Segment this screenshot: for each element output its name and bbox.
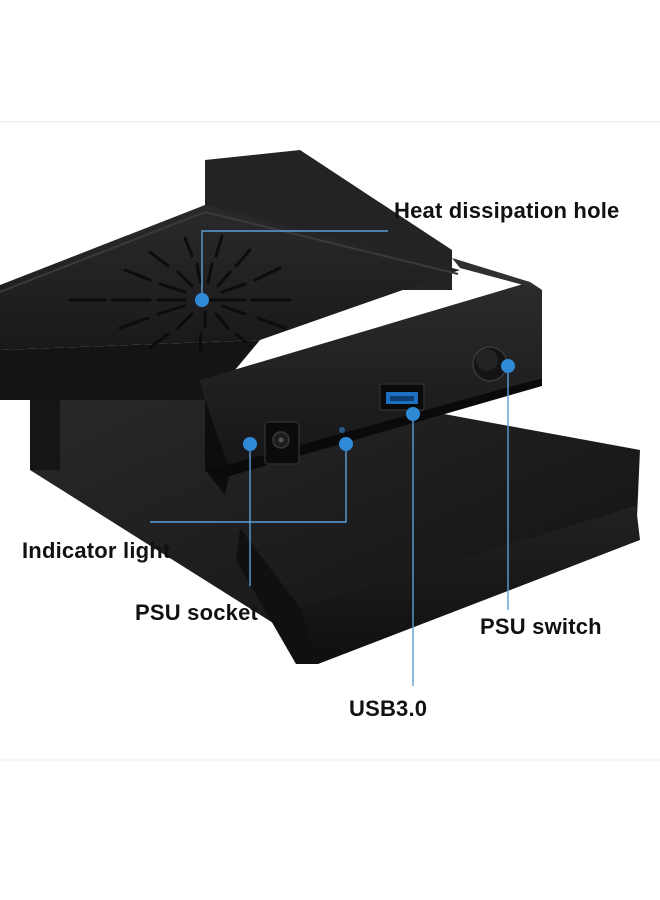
- leader-lines: [150, 230, 509, 686]
- callout-markers: [195, 293, 515, 451]
- vent-hole-icon: [68, 234, 292, 354]
- label-usb: USB3.0: [349, 696, 428, 721]
- usb-port-icon: [379, 383, 425, 411]
- label-indicator-light: Indicator light: [22, 538, 171, 563]
- label-heat-dissipation-hole: Heat dissipation hole: [394, 198, 620, 223]
- marker-switch: [501, 359, 515, 373]
- marker-indicator: [339, 437, 353, 451]
- label-psu-socket: PSU socket: [135, 600, 259, 625]
- dc-socket-icon: [264, 421, 300, 465]
- power-switch-icon: [472, 346, 508, 382]
- led-indicator-icon: [339, 427, 345, 433]
- leader-heat: [201, 230, 388, 300]
- base-stand: [30, 360, 640, 664]
- marker-heat: [195, 293, 209, 307]
- drive-tray: [0, 150, 460, 400]
- marker-usb: [406, 407, 420, 421]
- leader-indicator: [150, 444, 347, 523]
- marker-socket: [243, 437, 257, 451]
- label-psu-switch: PSU switch: [480, 614, 602, 639]
